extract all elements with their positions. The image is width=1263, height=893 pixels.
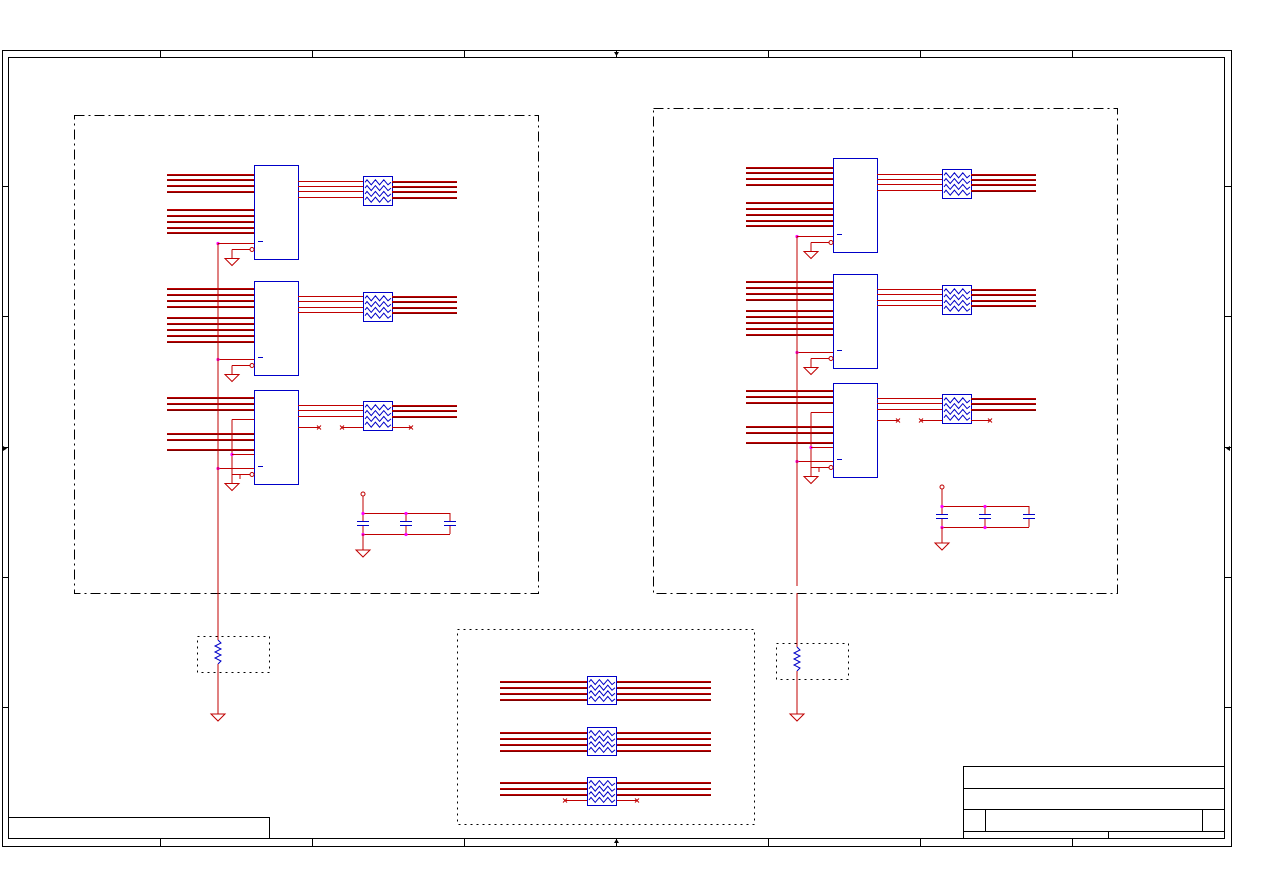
capacitor-icon [979, 506, 991, 527]
no-connect-icon [918, 418, 924, 423]
ground-icon [802, 476, 820, 485]
pin-bubble [828, 356, 834, 361]
wire [634, 798, 640, 803]
ground-icon [788, 713, 806, 722]
ground-icon [802, 367, 820, 376]
ic-3 [167, 390, 457, 492]
circuit-block-right [746, 158, 1036, 722]
decoupling-capacitors [354, 491, 456, 558]
block-boundary-left [74, 115, 539, 594]
termination-array-3 [500, 777, 711, 806]
ground-icon [933, 542, 951, 551]
no-connect-icon [895, 418, 901, 423]
edge-arrow [614, 839, 619, 843]
ic-body [254, 390, 299, 485]
wire [339, 425, 345, 430]
resistor-array-icon [363, 292, 393, 322]
capacitor-icon [1023, 506, 1035, 527]
wire [918, 418, 924, 423]
edge-arrow [614, 52, 619, 56]
ic-body [254, 165, 299, 260]
ic-2 [746, 274, 1036, 376]
no-connect-icon [987, 418, 993, 423]
ground-icon [223, 483, 241, 492]
no-connect-icon [408, 425, 414, 430]
pulldown-box-right [776, 643, 849, 680]
resistor-array-icon [942, 394, 972, 424]
no-connect-icon [316, 425, 322, 430]
no-connect-icon [339, 425, 345, 430]
resistor-array-icon [942, 169, 972, 199]
wire [408, 425, 414, 430]
junction-dot [361, 511, 365, 516]
wire [562, 798, 568, 803]
ground-icon [223, 374, 241, 383]
no-connect-icon [634, 798, 640, 803]
junction-dot [983, 525, 987, 530]
capacitor-icon [400, 513, 412, 534]
resistor-icon [213, 593, 223, 714]
pin-bubble [828, 465, 834, 470]
capacitor-icon [357, 513, 369, 534]
resistor-array-icon [587, 676, 617, 705]
resistor-icon [792, 593, 802, 714]
wire [895, 418, 901, 423]
decoupling-capacitors [933, 484, 1035, 551]
termination-array-1 [500, 676, 711, 705]
resistor-array-icon [587, 777, 617, 806]
termination-block [500, 676, 711, 806]
ic-1 [746, 158, 1036, 260]
power-pin-icon [360, 491, 366, 497]
ic-body [833, 158, 878, 253]
edge-arrow [3, 446, 7, 451]
note-box [8, 817, 270, 839]
termination-array-2 [500, 727, 711, 756]
pin-bubble [249, 363, 255, 368]
ground-icon [354, 549, 372, 558]
resistor-array-icon [363, 176, 393, 206]
ic-body [833, 274, 878, 369]
resistor-array-icon [587, 727, 617, 756]
ic-3 [746, 383, 1036, 485]
ic-body [254, 281, 299, 376]
edge-arrow [1226, 446, 1230, 451]
resistor-array-icon [363, 401, 393, 431]
pin-bubble [249, 247, 255, 252]
wire [316, 425, 322, 430]
junction-dot [983, 504, 987, 509]
pin-bubble [249, 472, 255, 477]
title-block [963, 766, 1225, 839]
ground-icon [223, 258, 241, 267]
drawing-frame [2, 50, 1232, 847]
junction-dot [940, 504, 944, 509]
pulldown-box-left [197, 636, 270, 673]
junction-dot [404, 511, 408, 516]
capacitor-icon [936, 506, 948, 527]
ic-body [833, 383, 878, 478]
junction-dot [404, 532, 408, 537]
resistor-array-icon [942, 285, 972, 315]
ic-2 [167, 281, 457, 383]
wire [987, 418, 993, 423]
pin-bubble [828, 240, 834, 245]
ground-icon [802, 251, 820, 260]
power-pin-icon [939, 484, 945, 490]
capacitor-icon [444, 513, 456, 534]
ic-1 [167, 165, 457, 267]
ground-icon [209, 713, 227, 722]
no-connect-icon [562, 798, 568, 803]
circuit-block-left [167, 165, 457, 722]
block-boundary-right [653, 108, 1118, 594]
